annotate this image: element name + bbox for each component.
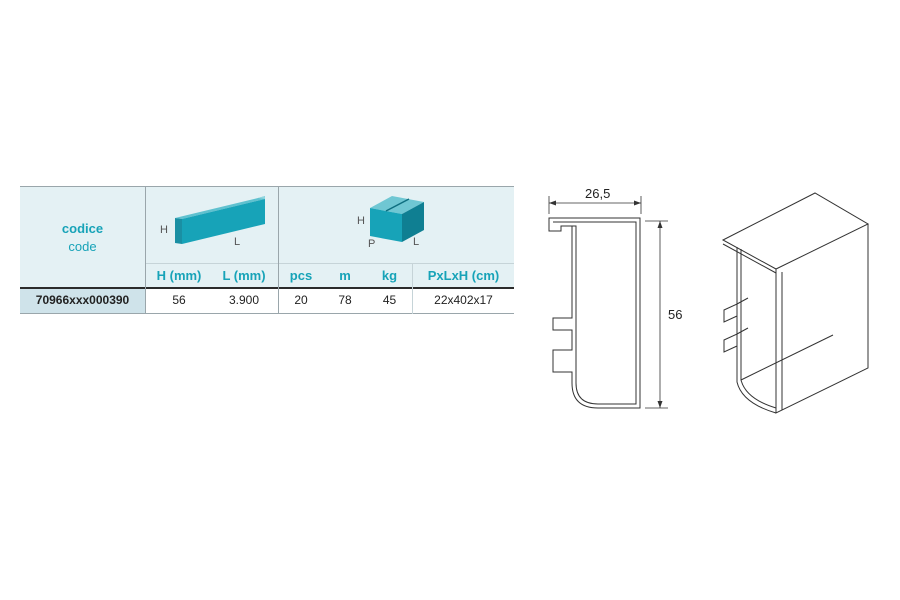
- header-bottom-border: [20, 287, 514, 289]
- col-header-h: H (mm): [156, 268, 202, 283]
- cell-h-value: 56: [172, 293, 186, 307]
- col-header-m: m: [339, 268, 351, 283]
- cell-l-value: 3.900: [228, 293, 260, 307]
- code-label-italian: codice: [61, 221, 104, 236]
- width-dimension-label: 26,5: [585, 186, 611, 201]
- spec-table: codice code H L H P L H (mm) L (mm) pcs …: [20, 186, 514, 314]
- row-code: 70966xxx000390: [35, 293, 130, 307]
- height-dimension-label: 56: [668, 307, 683, 322]
- col-divider-pack: [412, 263, 413, 314]
- profile-icon-h-label: H: [160, 224, 168, 236]
- cell-pcs-value: 20: [294, 293, 308, 307]
- col-divider-dims: [278, 186, 279, 314]
- profile-icon-l-label: L: [234, 236, 241, 248]
- code-cell-background: [20, 288, 145, 314]
- col-header-pack-size: PxLxH (cm): [427, 268, 500, 283]
- col-header-kg: kg: [381, 268, 398, 283]
- table-header-background: [20, 186, 514, 288]
- cell-kg-value: 45: [382, 293, 397, 307]
- code-label-english: code: [68, 239, 97, 254]
- box-icon-l-label: L: [413, 236, 420, 248]
- box-icon-p-label: P: [368, 238, 376, 250]
- col-divider-code: [145, 186, 146, 314]
- box-icon-h-label: H: [357, 215, 365, 227]
- table-bottom-border: [20, 313, 514, 314]
- profile-length-icon: [175, 196, 265, 244]
- col-header-pcs: pcs: [289, 268, 313, 283]
- header-subdivider: [145, 263, 514, 264]
- table-top-border: [20, 186, 514, 187]
- cell-m-value: 78: [338, 293, 352, 307]
- cell-pack-size-value: 22x402x17: [434, 293, 493, 307]
- box-package-icon: [370, 196, 424, 242]
- col-header-l: L (mm): [222, 268, 266, 283]
